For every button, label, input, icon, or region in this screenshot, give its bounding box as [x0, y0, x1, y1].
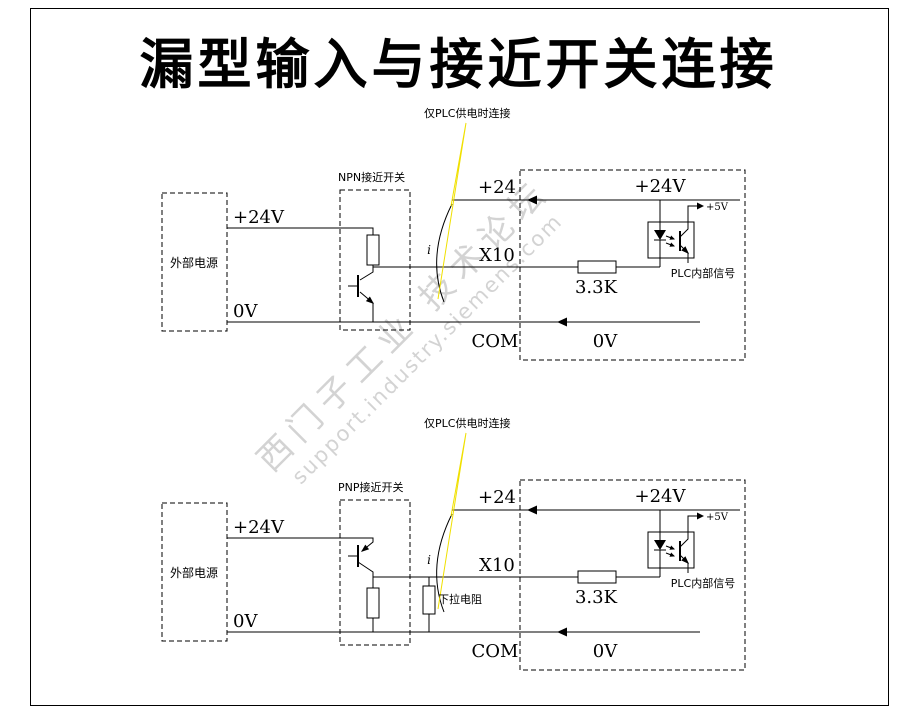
current-i-label: i — [427, 553, 431, 567]
wires — [227, 509, 740, 633]
page-border — [30, 8, 889, 706]
rail-24-label: +24 — [478, 177, 516, 198]
supply-minus-label: 0V — [233, 301, 258, 322]
supply-plus-label: +24V — [233, 517, 285, 538]
external-power-box — [161, 502, 228, 642]
led-light-arrow1 — [669, 235, 675, 240]
jumper-curve — [436, 203, 453, 303]
photo-emitter-arrow — [681, 556, 689, 564]
pulldown-label: 下拉电阻 — [438, 592, 482, 606]
led-light-arrow2 — [669, 552, 675, 557]
plc-internal-signal-label: PLC内部信号 — [671, 266, 735, 280]
input-resistor — [577, 260, 617, 274]
switch-type-label: PNP接近开关 — [338, 480, 404, 494]
input-x10-label: X10 — [479, 245, 515, 266]
resistor-3k3-label: 3.3K — [575, 587, 618, 608]
led-icon — [654, 230, 666, 240]
plc-5v-label: +5V — [706, 512, 729, 523]
plus5v-arrow — [697, 202, 704, 210]
plc-0v-label: 0V — [593, 641, 618, 662]
current-arrow-rail — [527, 195, 537, 205]
plc-24v-label: +24V — [635, 486, 687, 507]
optocoupler-box — [647, 221, 695, 259]
supply-plus-label: +24V — [233, 207, 285, 228]
plus5v-arrow — [697, 512, 704, 520]
led-light-arrow2 — [669, 242, 675, 247]
proximity-switch-box — [339, 499, 411, 646]
plc-5v-label: +5V — [706, 202, 729, 213]
led-light-arrow1 — [669, 545, 675, 550]
external-power-label: 外部电源 — [170, 565, 218, 580]
circuit-npn: 仅PLC供电时连接 NPN接近开关 外部电源 +24V 0V i +24 X10… — [161, 106, 746, 361]
plc-box — [519, 479, 746, 671]
plc-internal-signal-label: PLC内部信号 — [671, 576, 735, 590]
external-power-box — [161, 192, 228, 332]
plc-0v-label: 0V — [593, 331, 618, 352]
supply-minus-label: 0V — [233, 611, 258, 632]
circuit-pnp: 仅PLC供电时连接 PNP接近开关 外部电源 +24V 0V i 下拉电阻 +2… — [161, 416, 746, 671]
jumper-curve — [436, 513, 453, 613]
sensor-resistor — [366, 234, 380, 266]
current-arrow-com — [557, 317, 567, 327]
led-icon — [654, 540, 666, 550]
plc-24v-label: +24V — [635, 176, 687, 197]
proximity-switch-box — [339, 189, 411, 331]
com-label: COM — [472, 641, 519, 662]
note-pointer-lines — [437, 122, 467, 300]
resistor-3k3-label: 3.3K — [575, 277, 618, 298]
switch-type-label: NPN接近开关 — [338, 170, 405, 184]
plc-box — [519, 169, 746, 361]
sensor-resistor — [366, 587, 380, 619]
input-x10-label: X10 — [479, 555, 515, 576]
external-power-label: 外部电源 — [170, 255, 218, 270]
npn-emitter-arrow — [365, 296, 374, 304]
pnp-emitter-arrow — [361, 544, 370, 552]
note-plc-powered: 仅PLC供电时连接 — [424, 106, 510, 120]
note-pointer-lines — [437, 432, 467, 610]
note-plc-powered: 仅PLC供电时连接 — [424, 416, 510, 430]
page-title: 漏型输入与接近开关连接 — [139, 32, 778, 96]
optocoupler-box — [647, 531, 695, 569]
current-arrow-rail — [527, 505, 537, 515]
input-resistor — [577, 570, 617, 584]
photo-emitter-arrow — [681, 246, 689, 254]
current-i-label: i — [427, 243, 431, 257]
pulldown-resistor — [422, 585, 436, 615]
rail-24-label: +24 — [478, 487, 516, 508]
com-label: COM — [472, 331, 519, 352]
current-arrow-com — [557, 627, 567, 637]
